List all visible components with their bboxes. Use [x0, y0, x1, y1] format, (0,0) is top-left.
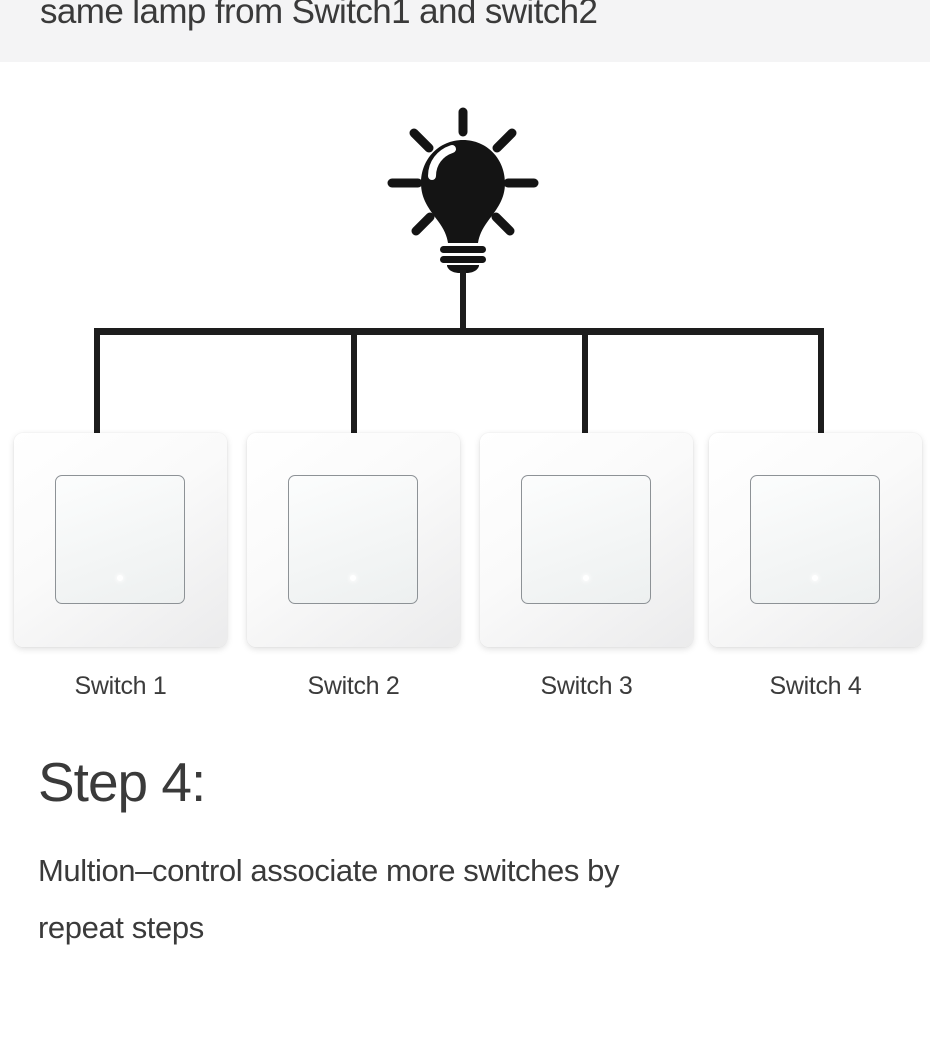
ray-upper-right	[492, 128, 517, 153]
switch-label-3: Switch 3	[540, 672, 633, 700]
wire-drop-switch-4	[818, 328, 824, 434]
switch-label-4: Switch 4	[769, 672, 862, 700]
wire-drop-switch-2	[351, 328, 357, 434]
wire-bus-line	[94, 328, 824, 335]
switch-panel-4	[709, 433, 922, 647]
wire-drop-switch-1	[94, 328, 100, 434]
switch-button-1	[55, 475, 185, 604]
led-indicator-icon	[812, 575, 818, 581]
led-indicator-icon	[117, 575, 123, 581]
switch-button-2	[288, 475, 418, 604]
switch-panel-1	[14, 433, 227, 647]
step-description-line-1: Multion–control associate more switches …	[38, 853, 620, 888]
step-heading: Step 4:	[38, 751, 206, 813]
step-description: Multion–control associate more switches …	[38, 842, 858, 956]
wire-drop-switch-3	[582, 328, 588, 434]
top-caption-band: same lamp from Switch1 and switch2	[0, 0, 930, 62]
step-description-line-2: repeat steps	[38, 910, 204, 945]
switch-panel-3	[480, 433, 693, 647]
wire-bulb-stem	[460, 270, 466, 335]
top-caption-text: same lamp from Switch1 and switch2	[40, 0, 598, 31]
switch-label-1: Switch 1	[74, 672, 167, 700]
ray-lower-right	[491, 212, 515, 236]
ray-lower-left	[411, 212, 435, 236]
switch-button-4	[750, 475, 880, 604]
switch-panel-2	[247, 433, 460, 647]
ray-upper-left	[409, 128, 434, 153]
led-indicator-icon	[350, 575, 356, 581]
switch-button-3	[521, 475, 651, 604]
light-bulb-icon	[382, 103, 544, 273]
led-indicator-icon	[583, 575, 589, 581]
switch-label-2: Switch 2	[307, 672, 400, 700]
